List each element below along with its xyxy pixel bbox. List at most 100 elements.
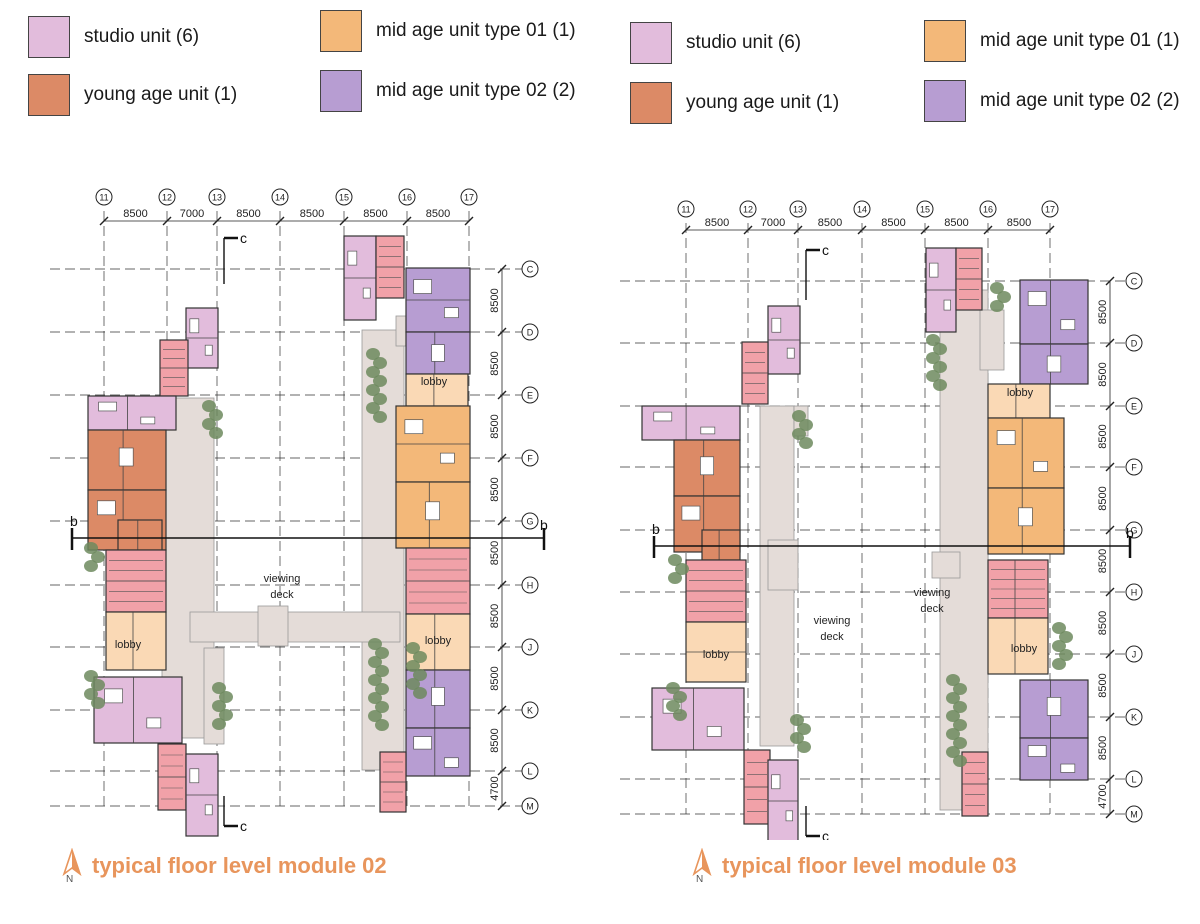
plan-label-deck: deck	[270, 589, 294, 601]
tree-icon	[219, 709, 233, 721]
grid-row-D-label: D	[1131, 339, 1138, 349]
unit-studio-bed	[189, 318, 200, 334]
unit-mid02-furniture	[1060, 319, 1076, 331]
unit-studio-furniture	[943, 299, 951, 311]
tree-icon	[209, 427, 223, 439]
tree-icon	[926, 334, 940, 346]
tree-icon	[790, 714, 804, 726]
plan-label-lobby: lobby	[1007, 387, 1034, 399]
tree-icon	[202, 400, 216, 412]
tree-icon	[375, 683, 389, 695]
dim-row-1: 8500	[489, 351, 501, 375]
section-label-c: c	[822, 828, 829, 840]
legend-label: mid age unit type 01 (1)	[980, 30, 1180, 51]
plan-label-lobby: lobby	[703, 649, 730, 661]
grid-row-M-label: M	[1130, 810, 1138, 820]
corridor	[257, 605, 289, 647]
unit-studio	[93, 676, 183, 744]
dim-col-1: 7000	[180, 208, 204, 220]
grid-col-16-bubble	[398, 188, 416, 206]
grid-row-L-bubble	[1125, 770, 1143, 788]
dim-row-0: 8500	[1097, 300, 1109, 324]
grid-row-G-bubble	[1125, 521, 1143, 539]
unit-mid01-furniture	[440, 452, 455, 464]
unit-mid02-bed	[413, 736, 432, 750]
grid-row-H-bubble	[521, 576, 539, 594]
dim-col-5: 8500	[426, 208, 450, 220]
dim-col-5: 8500	[1007, 217, 1031, 229]
grid-col-13-label: 13	[212, 193, 222, 203]
legend-item-studio-right: studio unit (6)	[630, 22, 801, 64]
dim-col-0: 8500	[705, 217, 729, 229]
unit-mid01-bed	[404, 419, 424, 435]
legend-item-mid02-left: mid age unit type 02 (2)	[320, 70, 576, 112]
dim-col-4: 8500	[944, 217, 968, 229]
unit-mid02-table	[431, 687, 445, 706]
grid-row-E-bubble	[1125, 397, 1143, 415]
unit-lobby	[105, 611, 167, 671]
tree-icon	[413, 669, 427, 681]
dim-row-8: 4700	[1097, 784, 1109, 808]
dim-row-4: 8500	[489, 541, 501, 565]
tree-icon	[946, 728, 960, 740]
unit-studio	[641, 405, 741, 441]
section-label-b: b	[540, 517, 548, 533]
unit-studio-furniture	[786, 347, 795, 359]
tree-icon	[212, 718, 226, 730]
grid-row-K-bubble	[1125, 708, 1143, 726]
grid-col-17-label: 17	[1045, 205, 1055, 215]
plan-label-viewing: viewing	[914, 587, 951, 599]
tree-icon	[212, 700, 226, 712]
grid-col-11-label: 11	[99, 193, 108, 203]
grid-col-17-label: 17	[464, 193, 474, 203]
dim-row-4: 8500	[1097, 549, 1109, 573]
grid-row-J-label: J	[1132, 650, 1137, 660]
dim-row-6: 8500	[1097, 673, 1109, 697]
legend-swatch	[924, 20, 966, 62]
grid-row-M-bubble	[521, 797, 539, 815]
north-arrow-icon: N	[60, 847, 84, 885]
tree-icon	[375, 647, 389, 659]
tree-icon	[666, 682, 680, 694]
grid-row-H-label: H	[1131, 588, 1138, 598]
tree-icon	[84, 542, 98, 554]
tree-icon	[209, 409, 223, 421]
grid-row-L-bubble	[521, 762, 539, 780]
grid-row-J-label: J	[528, 643, 533, 653]
unit-studio-bed	[653, 411, 673, 422]
dim-col-3: 8500	[881, 217, 905, 229]
legend-swatch	[924, 80, 966, 122]
grid-row-K-label: K	[527, 706, 533, 716]
tree-icon	[84, 670, 98, 682]
tree-icon	[946, 746, 960, 758]
grid-row-G-label: G	[526, 517, 533, 527]
plan-label-lobby: lobby	[421, 376, 448, 388]
unit-mid02-table	[431, 344, 445, 362]
legend-item-mid02-right: mid age unit type 02 (2)	[924, 80, 1180, 122]
plan-label-viewing: viewing	[264, 573, 301, 585]
unit-mid02-furniture	[1060, 763, 1076, 773]
dim-row-5: 8500	[1097, 611, 1109, 635]
unit-mid02-table	[1046, 697, 1062, 716]
tree-icon	[792, 410, 806, 422]
north-arrow-icon: N	[690, 847, 714, 885]
unit-studio-bed	[929, 262, 939, 278]
dim-col-0: 8500	[123, 208, 147, 220]
grid-row-H-label: H	[527, 581, 534, 591]
tree-icon	[997, 291, 1011, 303]
unit-studio-furniture	[700, 426, 716, 435]
tree-icon	[675, 563, 689, 575]
tree-icon	[953, 737, 967, 749]
plan-label-deck: deck	[920, 603, 944, 615]
tree-icon	[366, 366, 380, 378]
legend-swatch	[320, 70, 362, 112]
tree-icon	[373, 357, 387, 369]
plan-title: typical floor level module 03	[722, 853, 1017, 878]
dim-row-2: 8500	[489, 414, 501, 438]
tree-icon	[797, 741, 811, 753]
unit-mid01-table	[425, 501, 440, 521]
tree-icon	[375, 701, 389, 713]
unit-lobby	[405, 373, 469, 407]
unit-mid02	[405, 727, 471, 777]
plan-label-deck: deck	[820, 631, 844, 643]
